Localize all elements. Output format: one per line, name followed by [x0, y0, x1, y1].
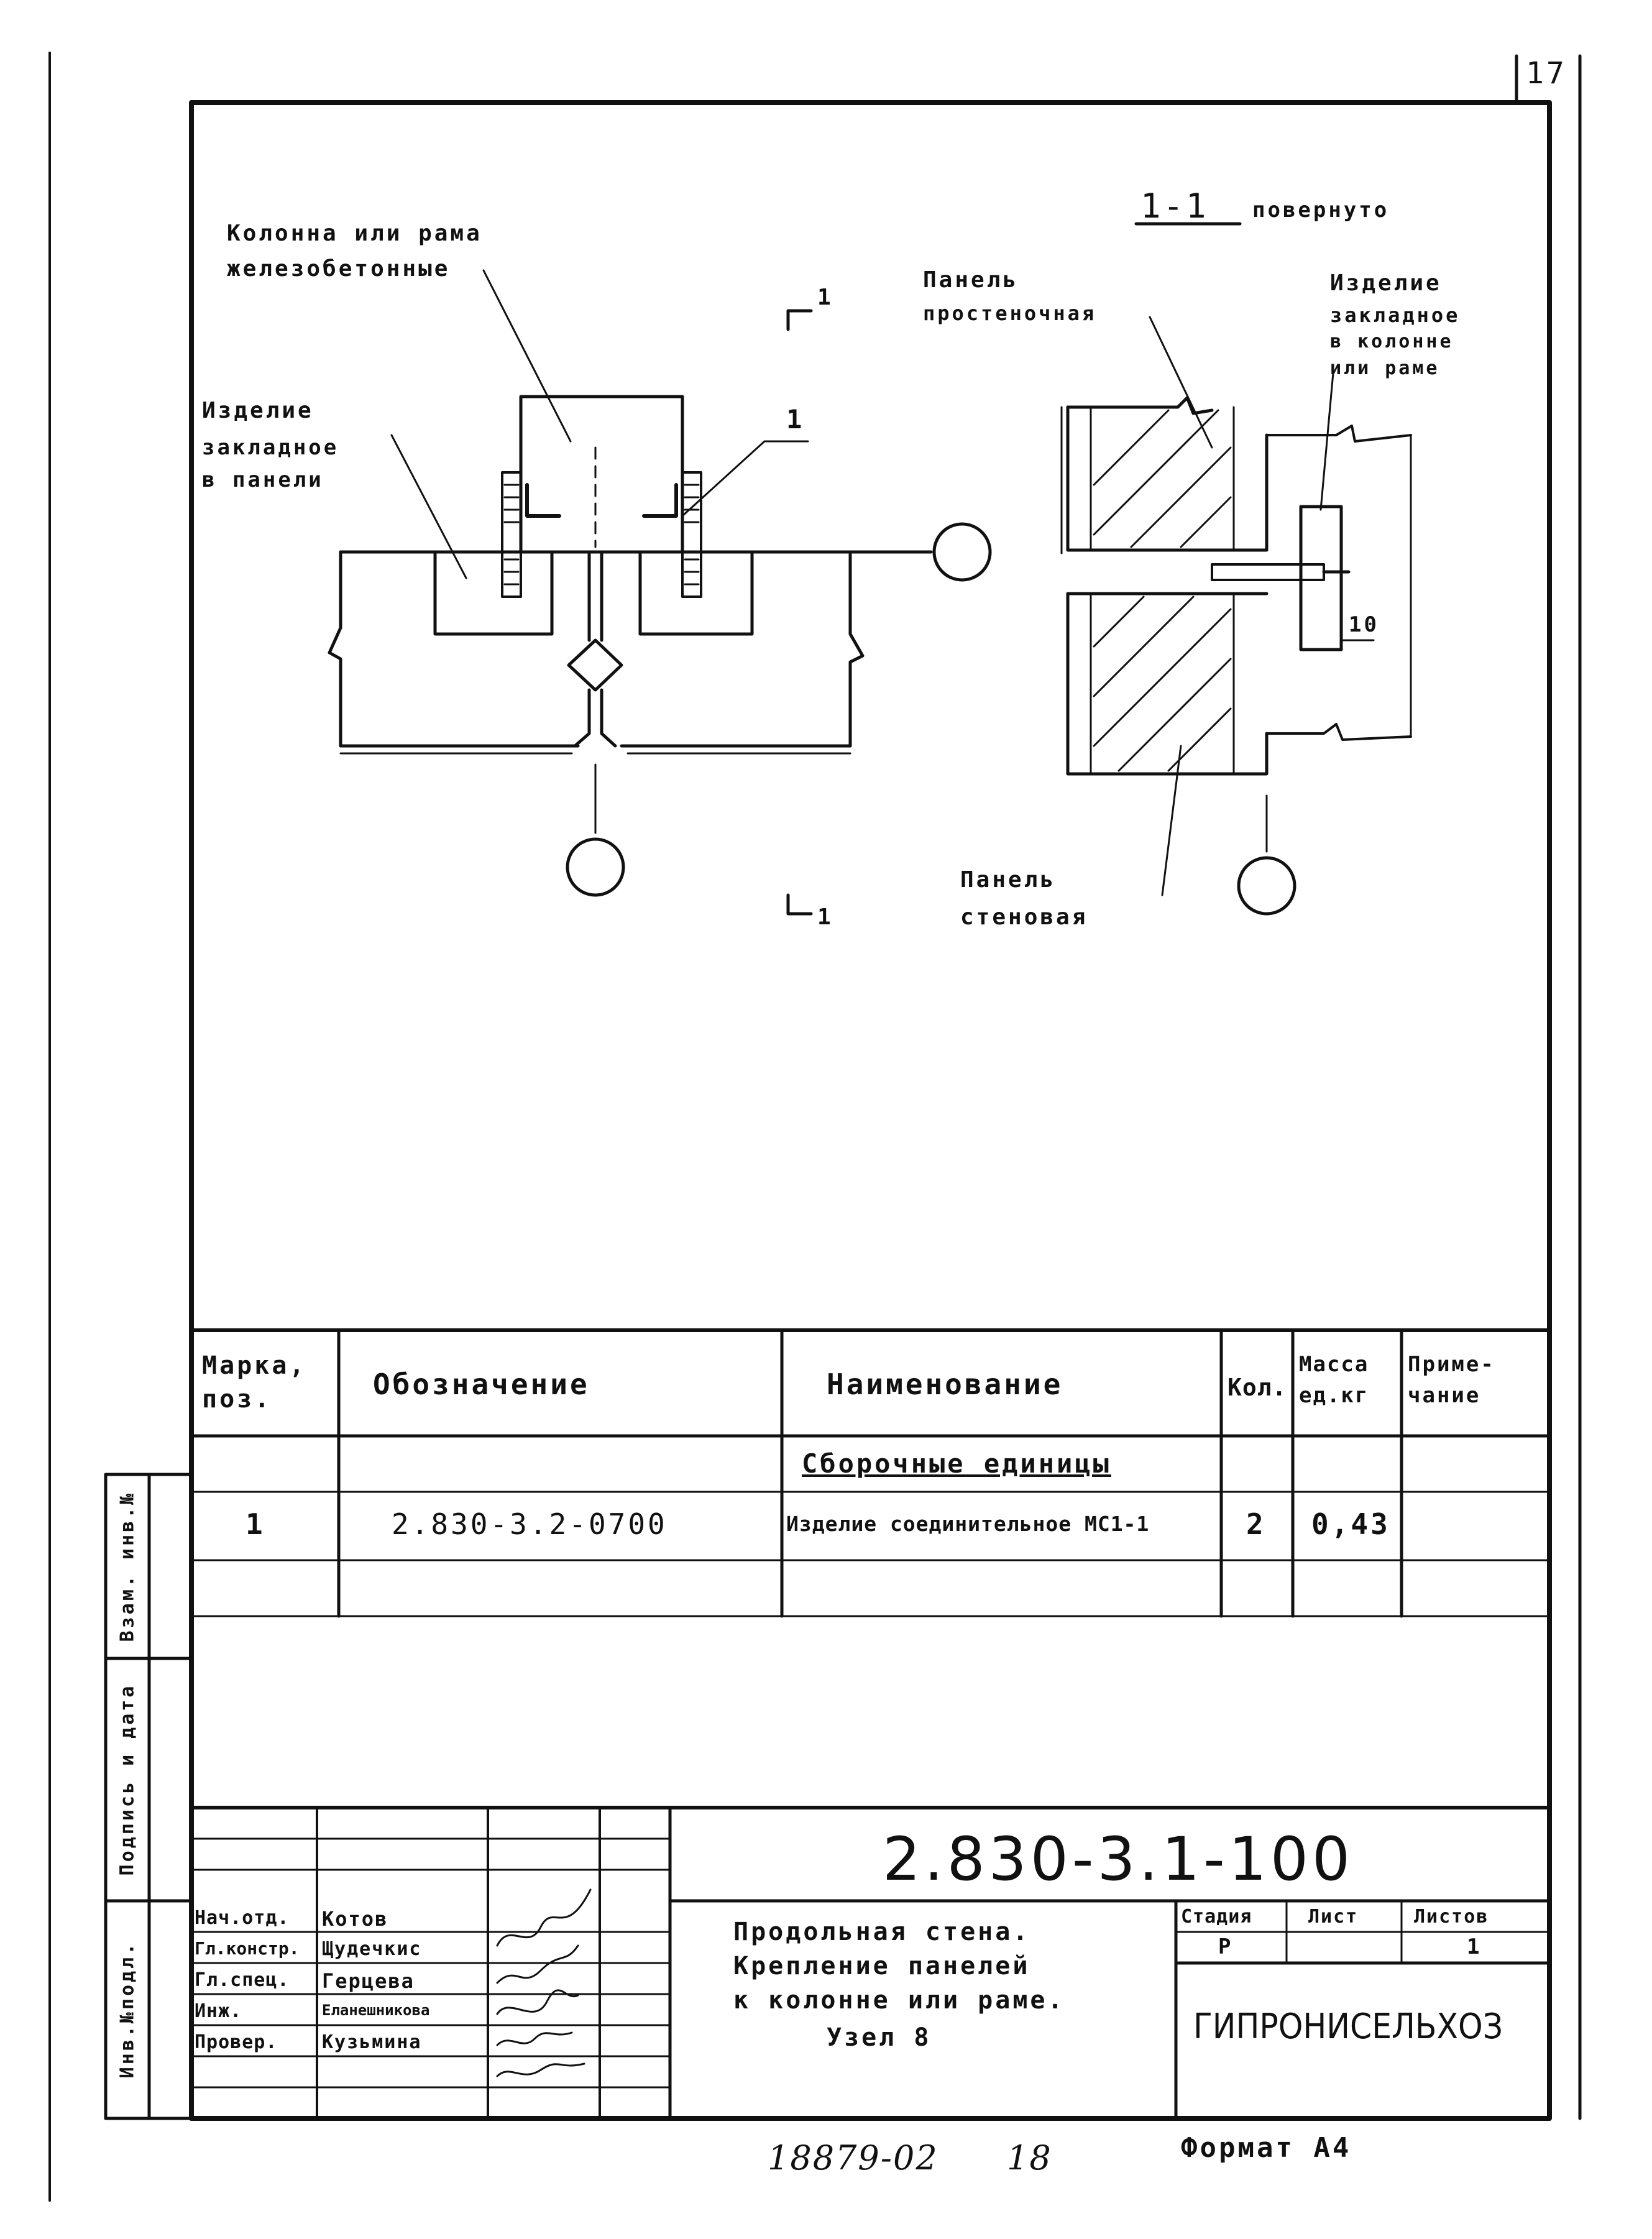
signatures [496, 1888, 592, 2077]
role-1: Нач.отд. [195, 1907, 290, 1929]
sheets-header: Листов [1414, 1906, 1489, 1928]
sheet-frame [48, 52, 1582, 2202]
label-insert-r-line1: Изделие [1330, 270, 1442, 296]
row1-naimenovanie: Изделие соединительное МС1-1 [786, 1512, 1150, 1536]
name-3: Герцева [322, 1969, 415, 1993]
role-3: Гл.спец. [195, 1969, 290, 1991]
label-panel-top-line2: простеночная [923, 301, 1097, 325]
header-naimenovanie: Наименование [827, 1368, 1063, 1401]
label-insert-line3: в панели [202, 467, 324, 492]
row1-marka: 1 [246, 1507, 265, 1541]
bottom-note-left: 18879-02 [768, 2138, 938, 2177]
group-title: Сборочные единицы [802, 1448, 1111, 1479]
header-marka: Марка, поз. [202, 1349, 333, 1416]
strip-podpis: Подпись и дата [116, 1683, 139, 1876]
page-number: 17 [1526, 56, 1567, 91]
label-panel-bottom-line1: Панель [960, 867, 1057, 893]
sheet-header: Лист [1308, 1906, 1359, 1928]
format-label: Формат А4 [1181, 2132, 1352, 2164]
title-line-1: Продольная стена. [733, 1918, 1030, 1946]
org-name: ГИПРОНИСЕЛЬХОЗ [1193, 2007, 1503, 2047]
bottom-note-right: 18 [1007, 2138, 1052, 2177]
section-mark-top: 1 [817, 285, 833, 310]
label-panel-top-line1: Панель [923, 267, 1019, 293]
row1-oboznachenie: 2.830-3.2-0700 [392, 1507, 668, 1541]
name-1: Котов [322, 1907, 388, 1931]
detail-section [1060, 222, 1412, 916]
stage-header: Стадия [1181, 1906, 1252, 1928]
name-5: Кузьмина [322, 2031, 422, 2053]
header-oboznachenie: Обозначение [373, 1368, 590, 1401]
name-4: Еланешникова [322, 2002, 430, 2019]
row1-kol: 2 [1246, 1507, 1266, 1541]
title-block-grid [190, 1806, 1551, 2120]
detail-plan [328, 269, 992, 916]
title-line-2: Крепление панелей [733, 1952, 1030, 1980]
strip-vzam: Взам. инв.№ [116, 1491, 139, 1642]
label-insert-r-line4: или раме [1330, 357, 1440, 379]
header-massa: Масса ед.кг [1299, 1349, 1392, 1411]
header-kol: Кол. [1228, 1374, 1287, 1401]
label-insert-r-line2: закладное [1330, 303, 1461, 327]
strip-inv-podl: Инв.№подл. [116, 1941, 139, 2079]
section-title: 1-1 [1140, 186, 1209, 226]
header-primechanie: Приме-чание [1408, 1349, 1541, 1411]
stage-value: Р [1218, 1934, 1234, 1959]
sheets-value: 1 [1467, 1934, 1482, 1959]
doc-code: 2.830-3.1-100 [883, 1824, 1354, 1894]
left-margin-strip [104, 1473, 193, 2120]
section-title-note: повернуто [1252, 198, 1390, 223]
label-insert-line1: Изделие [202, 398, 314, 423]
label-insert-line2: закладное [202, 435, 339, 460]
position-callout: 1 [786, 404, 805, 434]
label-column-line2: железобетонные [227, 256, 451, 282]
spec-table-grid [190, 1328, 1551, 1618]
label-column-line1: Колонна или рама [227, 221, 482, 246]
dimension-10: 10 [1349, 612, 1379, 637]
header-primechanie-text: Приме-чание [1408, 1352, 1495, 1408]
header-marka-text: Марка, поз. [202, 1351, 307, 1414]
header-massa-text: Масса ед.кг [1299, 1352, 1369, 1408]
label-panel-bottom-line2: стеновая [960, 904, 1088, 930]
role-2: Гл.констр. [195, 1938, 300, 1959]
title-line-4: Узел 8 [827, 2023, 932, 2052]
title-line-3: к колонне или раме. [733, 1986, 1065, 2015]
label-insert-r-line3: в колонне [1330, 331, 1454, 352]
row1-massa: 0,43 [1311, 1507, 1390, 1541]
name-2: Щудечкис [322, 1938, 422, 1960]
role-4: Инж. [195, 2000, 242, 2022]
role-5: Провер. [195, 2031, 278, 2053]
section-mark-bottom: 1 [817, 904, 833, 930]
